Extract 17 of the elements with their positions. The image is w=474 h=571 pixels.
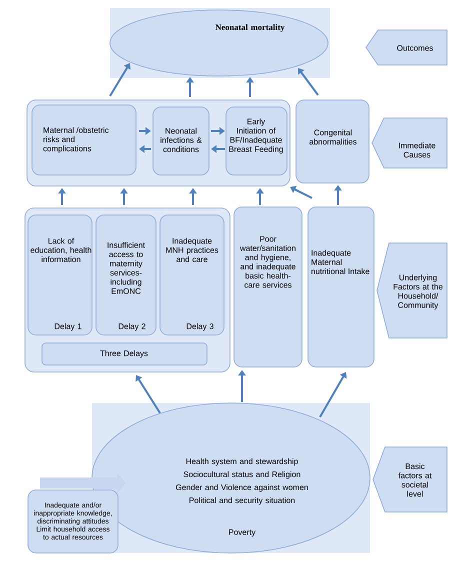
- cause-box: Lack of education, health information Delay 1: [28, 214, 92, 336]
- cause-box: Inadequate Maternal nutritional Intake: [308, 206, 374, 368]
- level-label: Underlying Factors at the Household/ Community: [376, 242, 448, 338]
- arrow: [319, 372, 347, 418]
- delays-bar: Three Delays: [42, 342, 208, 366]
- level-label: Outcomes: [366, 30, 448, 66]
- arrow: [136, 375, 161, 414]
- level-label: Immediate Causes: [372, 118, 448, 168]
- cause-box: Neonatal infections & conditions: [152, 106, 210, 176]
- cause-box: Inadequate MNH practices and care Delay 3: [160, 214, 224, 336]
- cause-box: Congenital abnormalities: [296, 100, 370, 184]
- cause-box: Maternal /obstetric risks and complications: [32, 104, 136, 176]
- arrow: [298, 68, 319, 96]
- cause-box: Insufficient access to maternity services-including EmONC Delay 2: [96, 214, 156, 336]
- cause-box: Early Initiation of BF/Inadequate Breast Feeding: [226, 106, 288, 176]
- cause-box: Poor water/sanitation and hygiene, and inadequate basic health-care services: [234, 206, 302, 368]
- level-label: Basic factors at societal level: [372, 446, 448, 512]
